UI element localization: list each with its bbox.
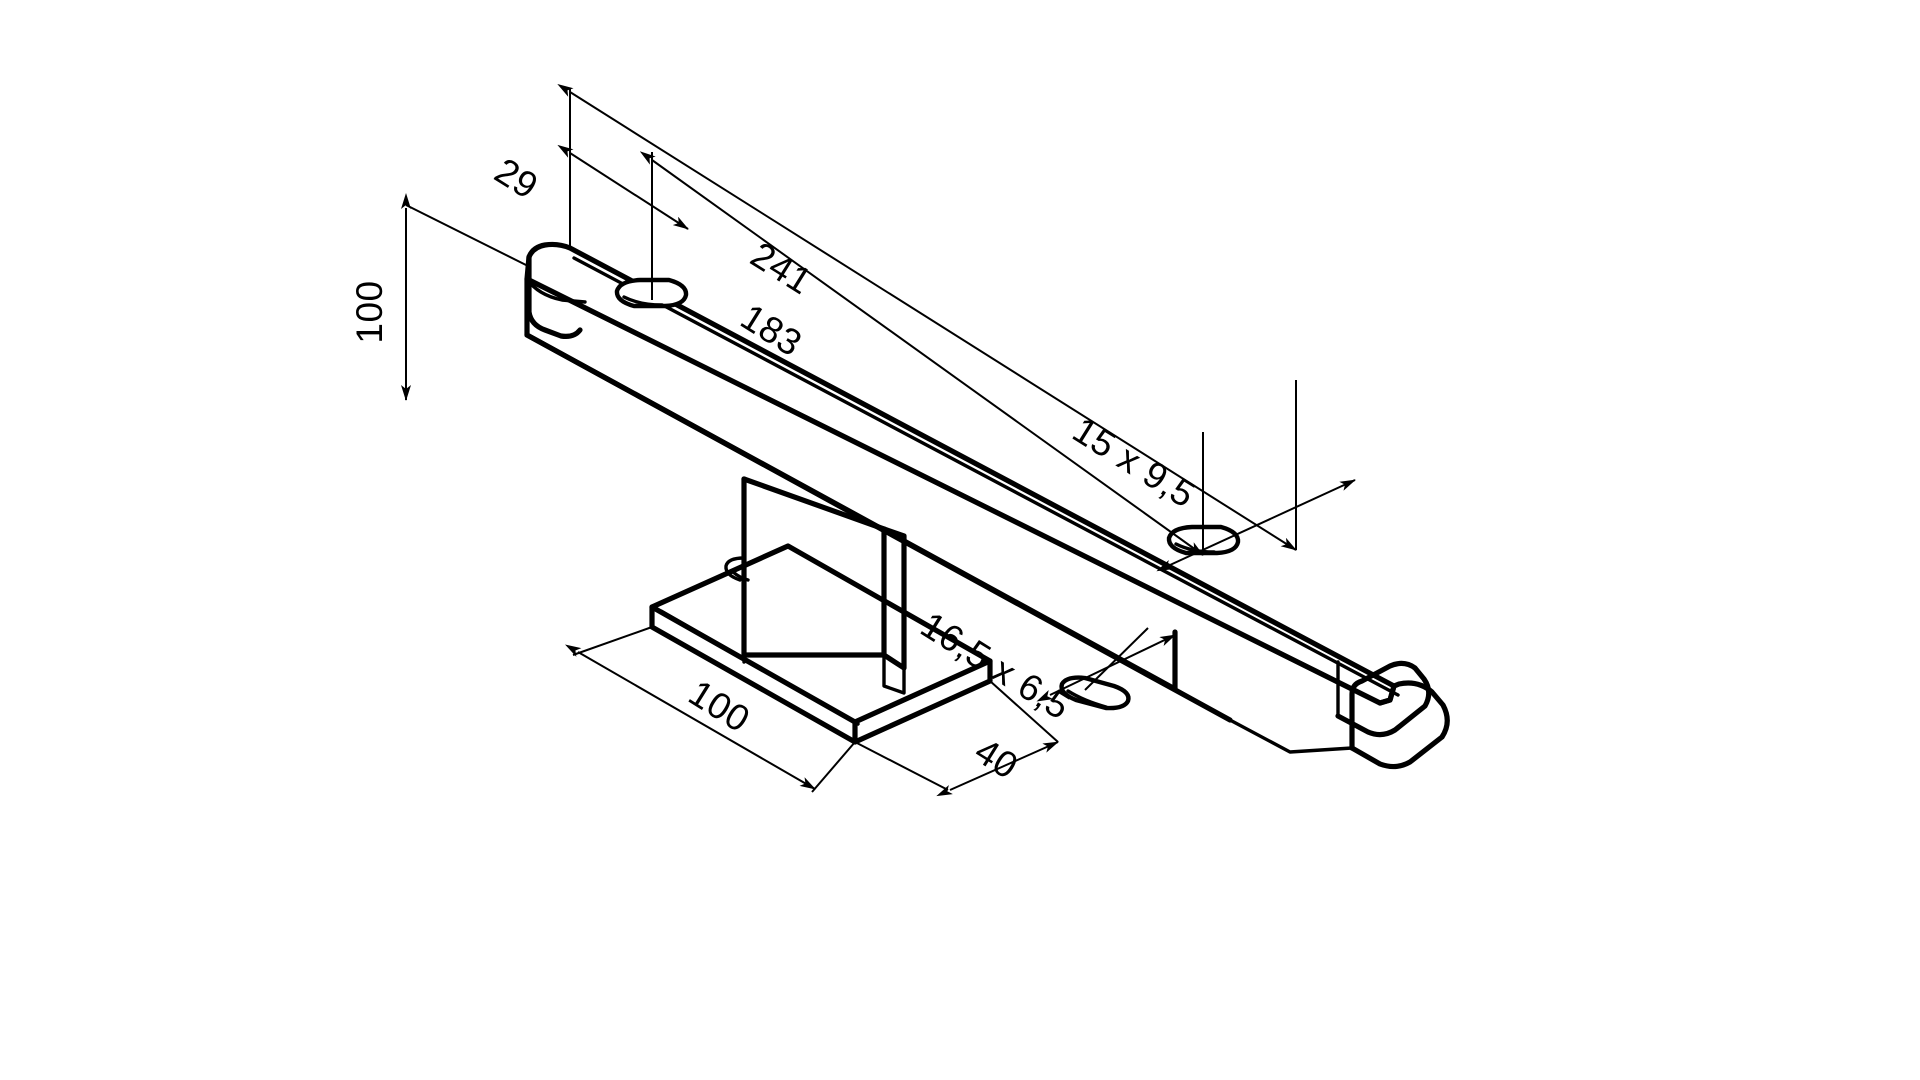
dimline-15x95 xyxy=(1156,479,1356,572)
dim-label-241: 241 xyxy=(744,234,819,302)
dimline-183 xyxy=(639,151,1204,556)
hook-outer-profile xyxy=(1349,680,1450,770)
dimension-lines xyxy=(401,83,1356,797)
ext-100-top-witness xyxy=(405,204,531,268)
dim-label-183: 183 xyxy=(734,296,809,364)
hook-edge-link-b xyxy=(1228,718,1354,754)
dim-label-29: 29 xyxy=(488,150,545,207)
dimline-165x65 xyxy=(1036,634,1176,702)
ext-base40-a xyxy=(854,741,949,791)
bracket-vertical-web xyxy=(741,476,907,695)
ext-base100-a xyxy=(572,626,653,656)
dimline-40-base xyxy=(936,741,1059,797)
dimline-29 xyxy=(557,144,689,230)
base-slot-hidden xyxy=(724,556,750,582)
web-side-plate xyxy=(881,526,907,671)
ext-base100-b xyxy=(811,741,856,793)
bracket-hook-end xyxy=(1173,660,1450,770)
hook-edge-link-c xyxy=(1173,687,1232,722)
rail-front-face xyxy=(524,276,1178,692)
dimline-100-base xyxy=(565,644,816,790)
ext-slot165-a xyxy=(1084,627,1149,691)
base-front-thickness xyxy=(649,604,858,745)
rail-top-inner-edge xyxy=(572,256,1400,697)
hook-inner-profile xyxy=(1335,660,1432,751)
web-top-edge xyxy=(741,476,887,532)
dim-label-rail-slot: 15 x 9,5 xyxy=(1066,409,1203,516)
dim-label-rail-height: 100 xyxy=(349,280,390,343)
web-side-lower-edge xyxy=(882,653,906,695)
ext-base40-b xyxy=(989,680,1059,743)
